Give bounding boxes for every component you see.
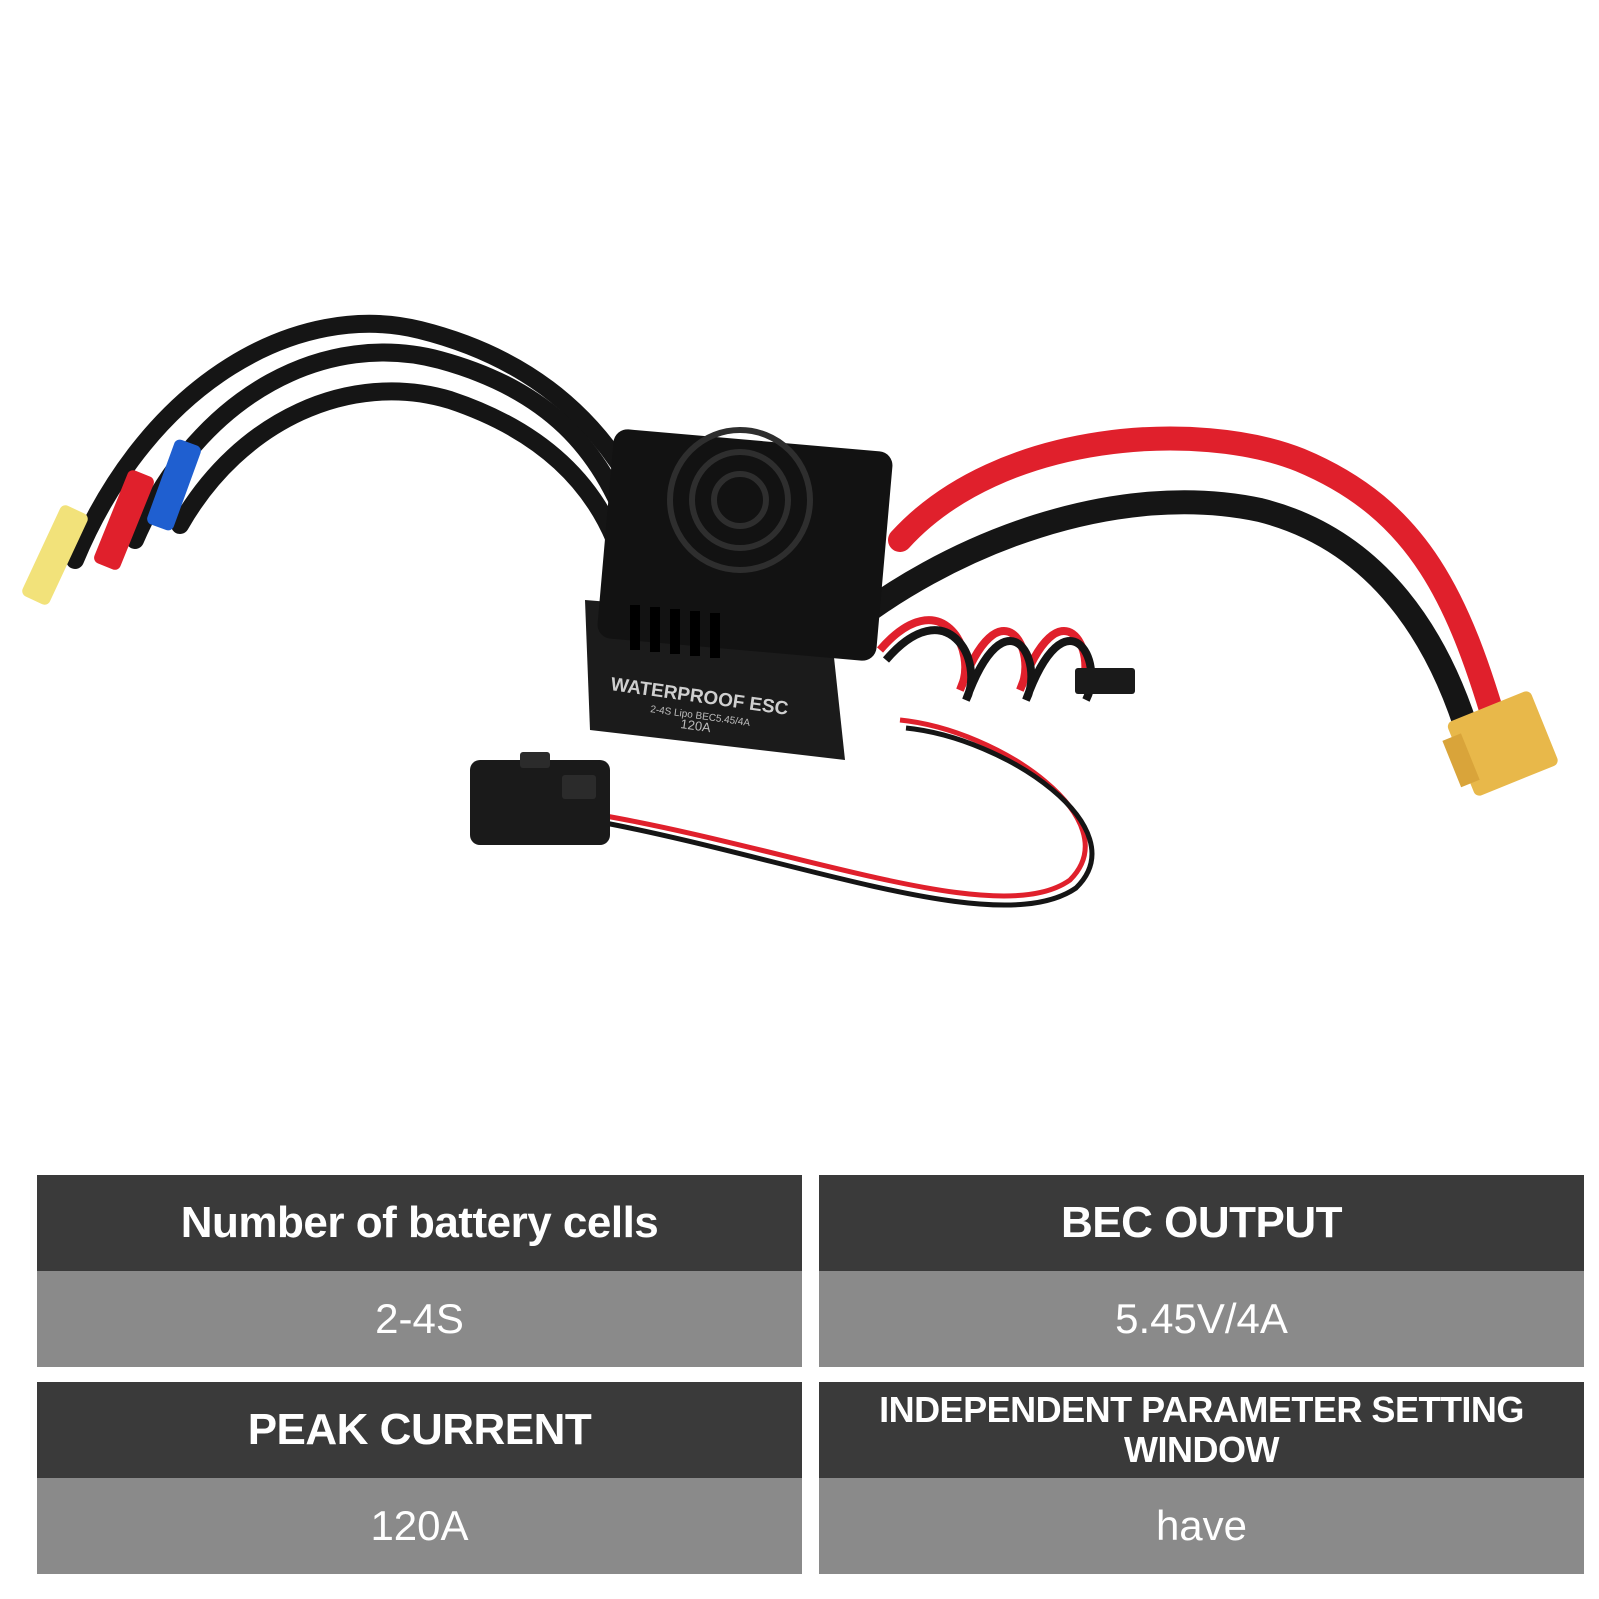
heatsink-fins: [630, 605, 720, 658]
esc-case-rating: 120A: [680, 716, 712, 735]
spec-value: 2-4S: [37, 1271, 802, 1367]
spec-label: INDEPENDENT PARAMETER SETTING WINDOW: [819, 1382, 1584, 1478]
esc-body: WATERPROOF ESC 2-4S Lipo BEC5.45/4A 120A: [585, 427, 893, 760]
spec-card-bec-output: BEC OUTPUT 5.45V/4A: [819, 1175, 1584, 1367]
fan-grill: [667, 427, 813, 573]
spec-value: 5.45V/4A: [819, 1271, 1584, 1367]
motor-bullet-sleeves: [22, 439, 201, 605]
servo-lead: [876, 616, 1135, 702]
switch-lead: [599, 717, 1095, 908]
spec-label: BEC OUTPUT: [819, 1175, 1584, 1271]
motor-wires: [66, 314, 659, 569]
xt-connector: [1442, 691, 1558, 796]
spec-card-battery-cells: Number of battery cells 2-4S: [37, 1175, 802, 1367]
spec-table: Number of battery cells 2-4S BEC OUTPUT …: [37, 1175, 1584, 1574]
power-switch: [470, 752, 610, 845]
spec-card-parameter-window: INDEPENDENT PARAMETER SETTING WINDOW hav…: [819, 1382, 1584, 1574]
spec-card-peak-current: PEAK CURRENT 120A: [37, 1382, 802, 1574]
spec-label: PEAK CURRENT: [37, 1382, 802, 1478]
spec-value: have: [819, 1478, 1584, 1574]
spec-label: Number of battery cells: [37, 1175, 802, 1271]
battery-wires: [818, 426, 1512, 752]
spec-value: 120A: [37, 1478, 802, 1574]
product-photo: WATERPROOF ESC 2-4S Lipo BEC5.45/4A 120A: [22, 314, 1558, 908]
